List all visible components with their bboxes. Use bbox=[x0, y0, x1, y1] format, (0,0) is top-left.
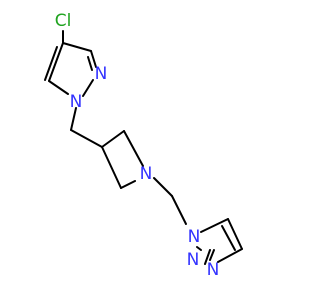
pyrazole-substituted-n-label: N bbox=[70, 92, 83, 112]
triazole-n3-n2-bond bbox=[204, 249, 211, 265]
pyrazole-c4-c5-inner-bond bbox=[44, 46, 58, 81]
pyrazole-n2-n1-bond bbox=[82, 79, 94, 97]
atom-labels-group: Cl N N N N N N bbox=[55, 11, 220, 280]
triazole-c4-n3-bond bbox=[217, 248, 243, 263]
pyrazole-c4-c3-bond bbox=[62, 42, 92, 52]
pyrazole-c4-c5-bond bbox=[48, 42, 64, 82]
pyrazole-c5-n1-bond bbox=[48, 80, 69, 95]
pyrazole-c3-n2-inner-bond bbox=[87, 56, 93, 71]
molecule-diagram: Cl N N N N N N bbox=[44, 11, 243, 280]
triazole-n1-c5-bond bbox=[200, 218, 229, 233]
azetidine-n-c2-bond bbox=[120, 180, 136, 189]
triazole-n2-n1-bond bbox=[196, 246, 202, 251]
ethyl-bond bbox=[171, 195, 187, 225]
azetidine-c3-c4-bond bbox=[101, 130, 125, 148]
chlorine-atom-label: Cl bbox=[55, 11, 72, 31]
azetidine-c4-n-bond bbox=[123, 130, 144, 167]
triazole-substituted-n-label: N bbox=[188, 227, 201, 247]
azetidine-c2-c3-bond bbox=[101, 146, 122, 189]
azetidine-n-label: N bbox=[140, 164, 153, 184]
triazole-c5-c4-bond bbox=[227, 218, 243, 250]
pyrazole-ring-n-label: N bbox=[95, 64, 108, 84]
methylene-to-azetidine-bond bbox=[70, 129, 103, 148]
triazole-lower-n-label: N bbox=[207, 260, 220, 280]
triazole-middle-n-label: N bbox=[187, 250, 200, 270]
molecule-structure-svg: Cl N N N N N N bbox=[44, 11, 243, 280]
pyrazole-n1-to-methylene-bond bbox=[70, 107, 77, 131]
bonds-group bbox=[44, 30, 243, 265]
pyrazole-c3-n2-bond bbox=[90, 50, 97, 68]
azetidine-n-to-ethyl-bond bbox=[153, 177, 173, 197]
triazole-c5-c4-inner-bond bbox=[221, 225, 236, 251]
triazole-n3-n2-inner-bond bbox=[209, 249, 215, 261]
